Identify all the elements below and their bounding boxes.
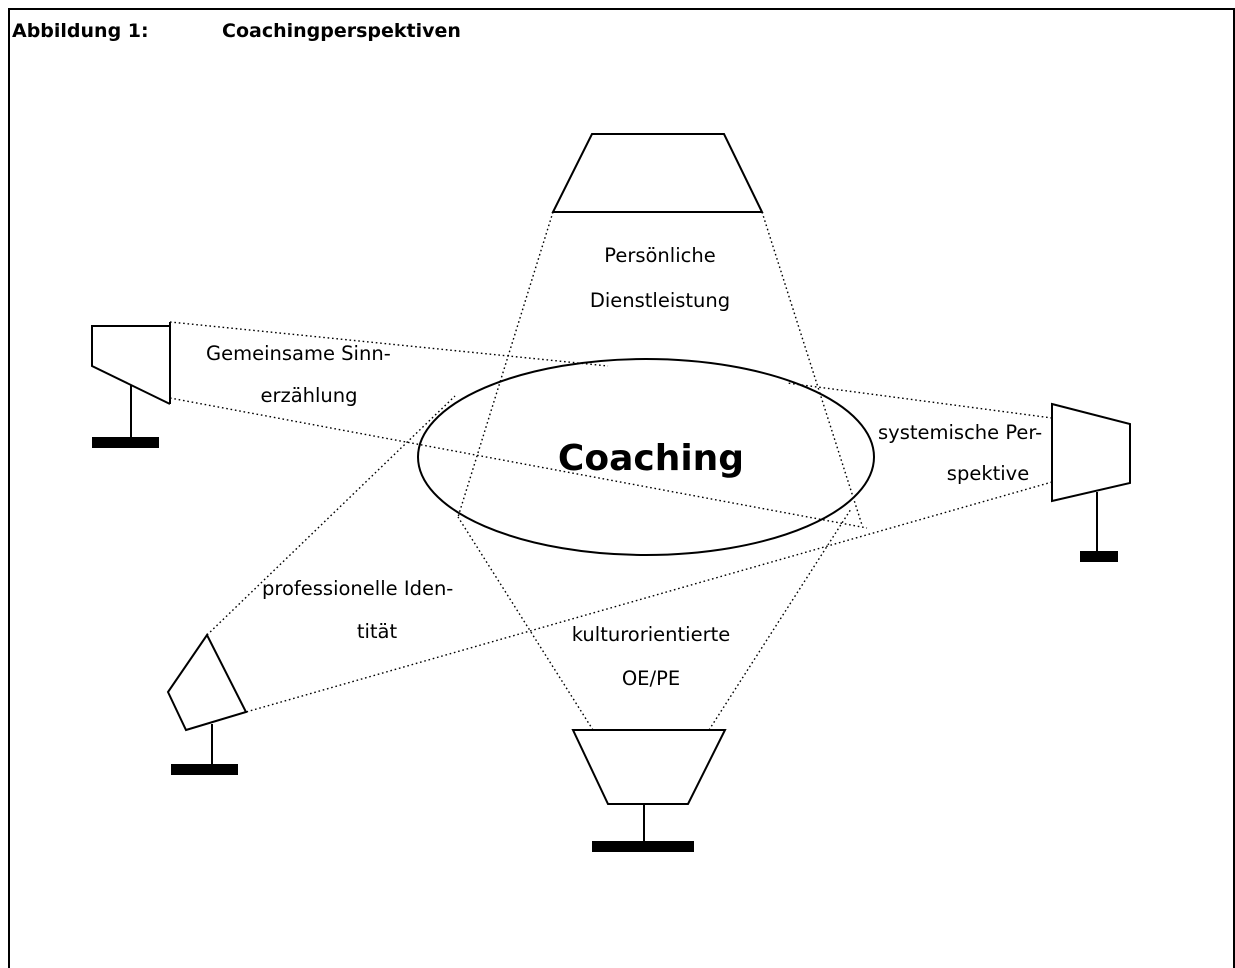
beam-top-right	[761, 211, 863, 526]
projector-bottom-stand	[592, 841, 694, 852]
label-left: Gemeinsame Sinn- erzählung	[206, 342, 391, 407]
projector-top-icon	[551, 133, 764, 213]
beam-left-lower	[169, 397, 868, 529]
projector-right-stand	[1080, 551, 1118, 562]
projector-left-icon	[91, 322, 171, 439]
coaching-label: Coaching	[558, 438, 744, 479]
label-bottom: kulturorientierte OE/PE	[572, 623, 731, 690]
beam-top-left	[457, 211, 554, 518]
label-bottom-line1: kulturorientierte	[572, 623, 731, 646]
label-right-line1: systemische Per-	[878, 421, 1042, 444]
figure-frame	[8, 8, 1235, 968]
label-right-line2: spektive	[947, 462, 1029, 485]
projector-right-icon	[1051, 402, 1131, 552]
label-bottom-left-line2: tität	[357, 620, 398, 643]
label-left-line2: erzählung	[260, 384, 357, 407]
figure-title: Coachingperspektiven	[222, 20, 461, 42]
figure-number: Abbildung 1:	[12, 20, 149, 42]
beam-right-lower	[245, 481, 1053, 713]
projection-lines	[169, 211, 1053, 731]
label-bottom-left-line1: professionelle Iden-	[262, 577, 453, 600]
beam-bottom-left-upper	[206, 395, 456, 636]
figure-caption: Abbildung 1: Coachingperspektiven	[12, 20, 461, 42]
projector-bottom-icon	[571, 729, 727, 842]
beam-right-upper	[786, 382, 1053, 419]
label-bottom-line2: OE/PE	[622, 667, 680, 690]
label-top-line1: Persönliche	[604, 244, 715, 267]
label-left-line1: Gemeinsame Sinn-	[206, 342, 391, 365]
label-top-line2: Dienstleistung	[590, 289, 730, 312]
beam-left-upper	[169, 321, 609, 367]
coaching-ellipse	[417, 358, 875, 556]
projector-bottom-left-stand	[171, 764, 238, 775]
label-bottom-left: professionelle Iden- tität	[262, 577, 453, 643]
projector-left-stand	[92, 437, 159, 448]
label-right: systemische Per- spektive	[878, 421, 1042, 485]
label-top: Persönliche Dienstleistung	[590, 244, 730, 312]
projector-bottom-left-icon	[166, 633, 248, 765]
